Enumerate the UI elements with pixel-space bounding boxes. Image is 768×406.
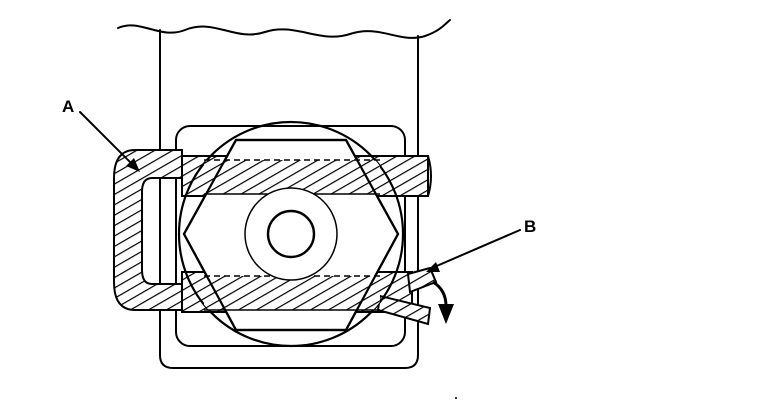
callout-b: B <box>426 217 536 272</box>
callout-a: A <box>62 97 140 172</box>
callout-a-label: A <box>62 97 74 116</box>
callout-b-label: B <box>524 217 536 236</box>
rotation-arrow-icon <box>432 280 454 324</box>
speck <box>455 397 457 399</box>
nut-disc <box>177 120 405 348</box>
hex-nut <box>182 138 400 332</box>
